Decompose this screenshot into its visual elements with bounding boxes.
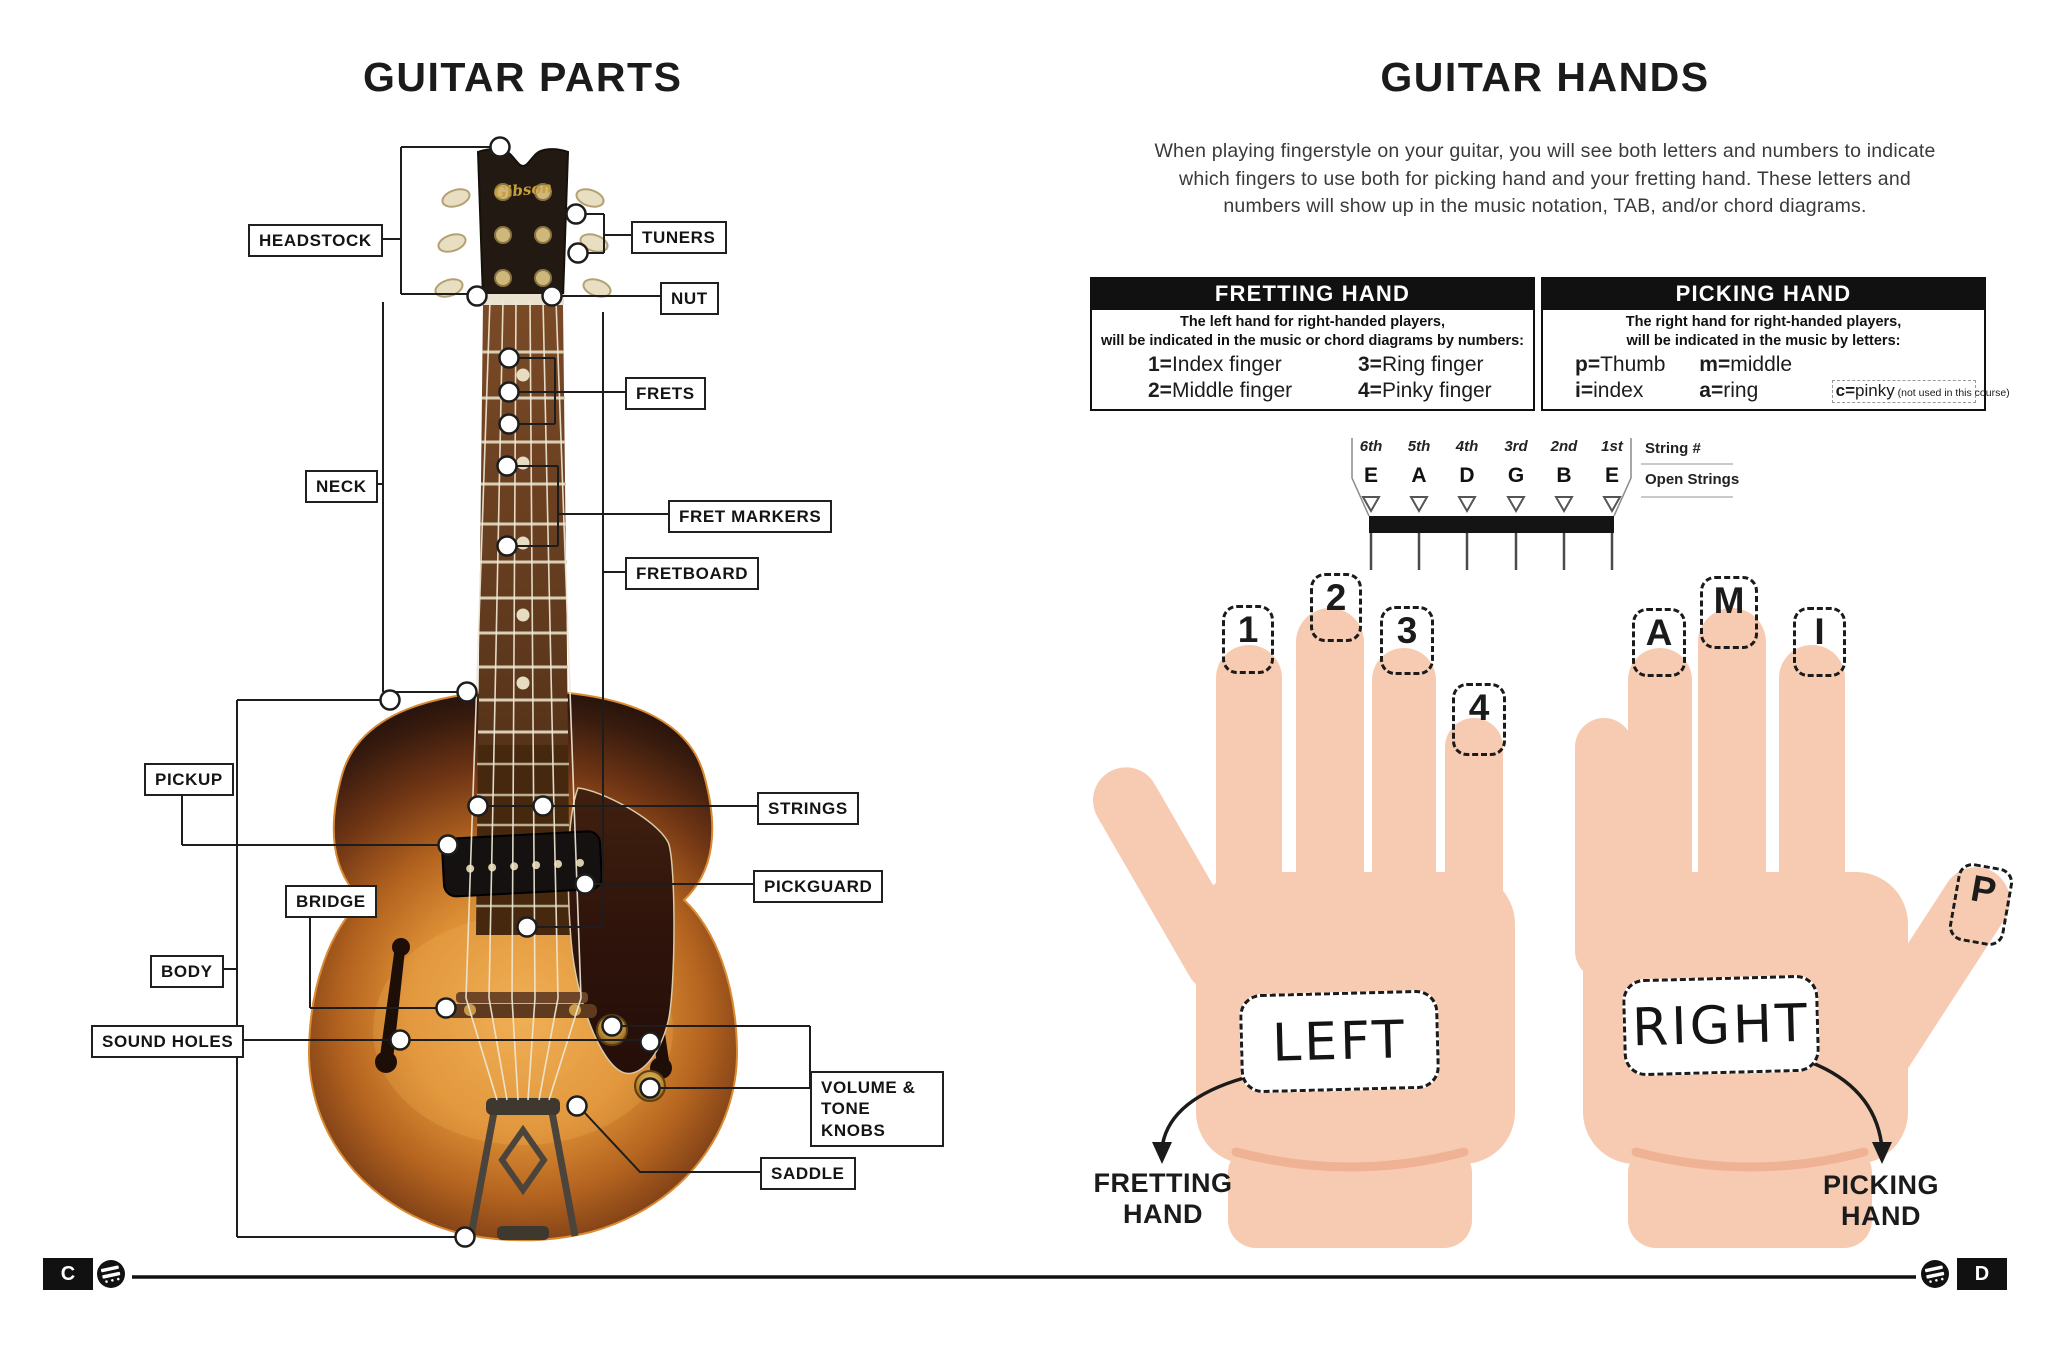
string-number: 1st [1601, 438, 1623, 455]
intro-paragraph: When playing fingerstyle on your guitar,… [1100, 138, 1990, 221]
picking-hand-caption: PICKING HAND [1822, 1170, 1939, 1231]
string-number: 3rd [1504, 438, 1528, 455]
finger-badge-index-i: I [1793, 607, 1846, 677]
guitar-parts-title: GUITAR PARTS [363, 54, 683, 100]
finger-entry: i=index [1575, 378, 1644, 402]
part-label-volume-tone-knobs: VOLUME & TONE KNOBS [810, 1071, 944, 1147]
part-label-bridge: BRIDGE [285, 885, 377, 919]
headstock [476, 148, 570, 299]
string-number-label: String # [1645, 440, 1701, 457]
pickup [441, 830, 603, 898]
left-hand-illustration [1093, 608, 1515, 1248]
string-number: 6th [1359, 438, 1383, 455]
callout-dots [379, 136, 661, 1248]
part-label-sound-holes: SOUND HOLES [91, 1025, 245, 1059]
guitar-hands-title: GUITAR HANDS [1380, 54, 1710, 100]
finger-badge-index-1: 1 [1222, 605, 1274, 674]
finger-badge-ring-a: A [1632, 608, 1686, 677]
nut-bar [1369, 516, 1614, 533]
picking-desc-line: The right hand for right-handed players, [1625, 314, 1902, 330]
divider [1641, 496, 1733, 498]
finger-badge-pinky-4: 4 [1452, 683, 1506, 756]
open-string-note: G [1507, 464, 1525, 487]
guitar-strings [465, 299, 582, 1101]
finger-entry: 3=Ring finger [1358, 352, 1484, 376]
tuner-buttons [434, 188, 612, 298]
left-hand-tag: LEFT [1238, 989, 1441, 1094]
open-string-note: E [1363, 464, 1378, 487]
part-label-fretboard: FRETBOARD [625, 557, 760, 591]
fretting-hand-arrow [1152, 1076, 1245, 1164]
guitar-illustration [307, 148, 739, 1242]
part-label-headstock: HEADSTOCK [248, 224, 383, 258]
part-label-tuners: TUNERS [631, 221, 727, 255]
part-label-fret-markers: FRET MARKERS [668, 500, 833, 534]
pinky-note: c=pinky (not used in this course) [1831, 379, 2010, 403]
finger-badge-ring-3: 3 [1380, 606, 1434, 675]
finger-badge-middle-m: M [1700, 576, 1758, 649]
nut [482, 294, 564, 305]
fretting-desc-line: will be indicated in the music or chord … [1101, 332, 1524, 349]
picking-hand-header: PICKING HAND [1543, 279, 1984, 310]
intro-line: which fingers to use both for picking ha… [1179, 167, 1911, 190]
string-arrows [1361, 496, 1622, 514]
brand-logo-icon [1921, 1260, 1949, 1288]
hand-tables: FRETTING HAND The left hand for right-ha… [1090, 277, 2010, 412]
fretting-hand-caption: FRETTING HAND [1093, 1168, 1233, 1229]
open-string-note: D [1459, 464, 1475, 487]
string-number: 5th [1407, 438, 1431, 455]
page-marker-d: D [1957, 1258, 2007, 1290]
fretting-hand-table: FRETTING HAND The left hand for right-ha… [1090, 277, 1535, 412]
open-string-note: A [1411, 464, 1427, 487]
finger-entry: a=ring [1699, 378, 1759, 402]
string-number: 2nd [1550, 438, 1578, 455]
string-number: 4th [1455, 438, 1479, 455]
intro-line: When playing fingerstyle on your guitar,… [1154, 140, 1936, 162]
diagram-strings [1369, 533, 1614, 570]
part-label-pickguard: PICKGUARD [753, 870, 884, 904]
open-strings-label: Open Strings [1645, 471, 1740, 488]
fretting-hand-header: FRETTING HAND [1092, 279, 1533, 310]
part-label-body: BODY [150, 955, 224, 989]
part-label-pickup: PICKUP [144, 763, 234, 797]
open-string-note: B [1556, 464, 1572, 487]
intro-line: numbers will show up in the music notati… [1223, 195, 1867, 217]
fretting-desc-line: The left hand for right-handed players, [1179, 314, 1446, 330]
string-diagram-art [1351, 438, 1632, 570]
finger-entry: p=Thumb [1575, 352, 1666, 376]
part-label-nut: NUT [660, 282, 719, 316]
finger-entry: m=middle [1699, 352, 1793, 376]
picking-desc-line: will be indicated in the music by letter… [1626, 332, 1901, 349]
part-label-frets: FRETS [625, 377, 706, 411]
finger-entry: 2=Middle finger [1148, 378, 1293, 402]
picking-hand-arrow [1809, 1060, 1892, 1164]
finger-entry: 4=Pinky finger [1358, 378, 1492, 402]
right-hand-illustration [1575, 608, 2010, 1248]
tuner-posts [494, 183, 552, 287]
part-label-neck: NECK [305, 470, 378, 504]
part-label-saddle: SADDLE [760, 1157, 856, 1191]
divider [1641, 463, 1733, 465]
f-hole-left [375, 938, 410, 1073]
part-label-strings: STRINGS [757, 792, 859, 826]
picking-hand-table: PICKING HAND The right hand for right-ha… [1541, 277, 2010, 412]
finger-entry: 1=Index finger [1148, 352, 1282, 376]
tailpiece [467, 1111, 579, 1237]
finger-badge-middle-2: 2 [1310, 573, 1362, 642]
right-hand-tag: RIGHT [1621, 974, 1821, 1077]
open-string-note: E [1604, 464, 1619, 487]
page-marker-c: C [43, 1258, 93, 1290]
bridge [447, 992, 597, 1018]
brand-logo-icon [97, 1260, 125, 1288]
